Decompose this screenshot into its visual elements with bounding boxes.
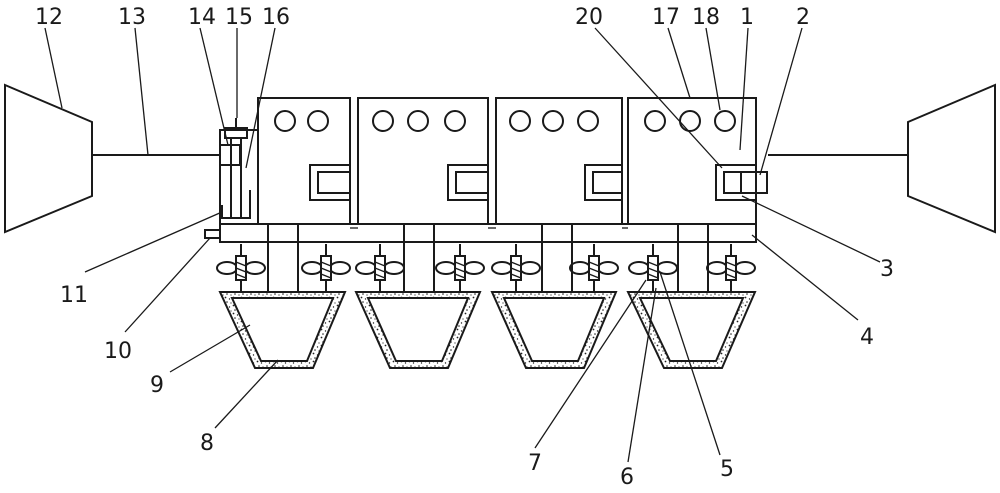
label-13: 13	[118, 5, 146, 30]
hoppers	[218, 291, 757, 369]
top-circles	[274, 110, 736, 132]
left-fan-horn	[4, 83, 93, 234]
upper-box-4	[627, 97, 757, 225]
vertical-posts	[267, 223, 709, 293]
bolt-assemblies	[216, 244, 756, 292]
lower-rail	[219, 223, 757, 243]
label-4: 4	[860, 325, 874, 350]
label-2: 2	[796, 5, 810, 30]
label-9: 9	[150, 373, 164, 398]
label-15: 15	[225, 5, 253, 30]
upper-box-2	[357, 97, 489, 225]
label-20: 20	[575, 5, 603, 30]
label-6: 6	[620, 465, 634, 490]
label-7: 7	[528, 451, 542, 476]
label-16: 16	[262, 5, 290, 30]
label-1: 1	[740, 5, 754, 30]
leader-lines	[44, 27, 881, 463]
label-11: 11	[60, 283, 88, 308]
label-18: 18	[692, 5, 720, 30]
label-10: 10	[104, 339, 132, 364]
label-8: 8	[200, 431, 214, 456]
label-14: 14	[188, 5, 216, 30]
rail-end-left	[204, 229, 221, 239]
label-12: 12	[35, 5, 63, 30]
right-fan-horn	[907, 83, 996, 234]
upper-box-1	[257, 97, 351, 225]
label-17: 17	[652, 5, 680, 30]
label-5: 5	[720, 457, 734, 482]
upper-box-3	[495, 97, 623, 225]
label-3: 3	[880, 257, 894, 282]
coupling-connectors	[309, 164, 768, 201]
left-lock-mechanism	[219, 118, 251, 219]
